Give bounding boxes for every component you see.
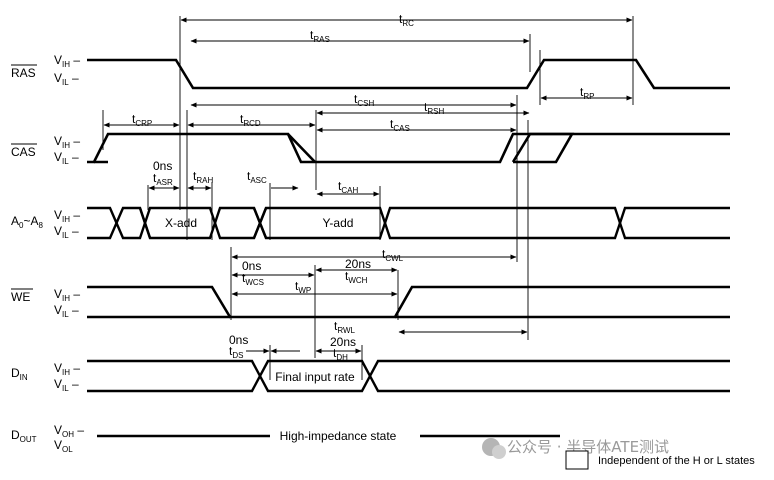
din-vil: VIL –	[54, 377, 79, 393]
timing-arrows	[103, 17, 633, 354]
t-ras-label: tRAS	[310, 28, 330, 44]
signal-labels: RAS VIH – VIL – CAS VIH – VIL – A0~A8 VI…	[11, 53, 84, 454]
ras-vih: VIH –	[54, 53, 80, 69]
t-rah-label: tRAH	[193, 169, 213, 185]
t-rsh-label: tRSH	[424, 100, 444, 116]
t-cah-label: tCAH	[338, 179, 358, 195]
we-vih: VIH –	[54, 287, 80, 303]
din-vih: VIH –	[54, 361, 80, 377]
final-input-label: Final input rate	[275, 370, 355, 384]
ras-vil: VIL –	[54, 71, 79, 87]
t-wp-label: tWP	[295, 279, 311, 295]
addr-vil: VIL –	[54, 224, 79, 240]
we-waveform	[87, 285, 730, 319]
legend-swatch	[565, 450, 589, 470]
t-rp-label: tRP	[580, 85, 594, 101]
din-label: DIN	[11, 366, 28, 382]
t-wch-pre: 20ns	[345, 257, 371, 271]
dout-label: DOUT	[11, 428, 37, 444]
watermark: 公众号 · 半导体ATE测试	[482, 438, 669, 459]
ras-waveform	[87, 58, 730, 90]
address-bus: X-add Y-add	[87, 206, 730, 240]
t-wch-label: tWCH	[345, 269, 368, 285]
cas-vih: VIH –	[54, 134, 80, 150]
legend: Independent of the H or L states	[565, 450, 755, 470]
t-csh-label: tCSH	[354, 92, 374, 108]
watermark-text: 公众号 · 半导体ATE测试	[507, 438, 669, 456]
legend-text: Independent of the H or L states	[598, 455, 755, 467]
t-crp-label: tCRP	[132, 112, 152, 128]
t-wcs-pre: 0ns	[242, 259, 261, 273]
t-asr-pre: 0ns	[153, 159, 172, 173]
t-cas-label: tCAS	[390, 117, 410, 133]
dout-voh: VOH –	[54, 423, 84, 439]
dout-bus: High-impedance state	[97, 429, 560, 443]
we-label: WE	[11, 290, 30, 304]
t-cwl-label: tCWL	[382, 247, 404, 263]
cas-waveform	[87, 132, 730, 164]
t-dh-pre: 20ns	[330, 335, 356, 349]
t-ds-label: tDS	[229, 344, 243, 360]
t-ds-pre: 0ns	[229, 333, 248, 347]
t-asr-label: tASR	[153, 171, 173, 187]
ras-label: RAS	[11, 66, 36, 80]
reference-lines	[102, 16, 634, 380]
addr-label: A0~A8	[11, 214, 43, 230]
we-vil: VIL –	[54, 303, 79, 319]
t-asc-label: tASC	[247, 169, 267, 185]
cas-label: CAS	[11, 145, 36, 159]
t-rcd-label: tRCD	[240, 112, 261, 128]
cas-vil: VIL –	[54, 150, 79, 166]
cas-waveform-alt	[94, 132, 575, 164]
t-rc-label: tRC	[399, 12, 414, 28]
x-add-label: X-add	[165, 216, 197, 230]
addr-vih: VIH –	[54, 208, 80, 224]
dout-vol: VOL	[54, 438, 73, 454]
high-z-label: High-impedance state	[280, 429, 397, 443]
t-dh-label: tDH	[333, 346, 348, 362]
t-wcs-label: tWCS	[242, 271, 264, 287]
t-rwl-label: tRWL	[334, 319, 356, 335]
y-add-label: Y-add	[323, 216, 354, 230]
timing-labels: tRC tRAS tCSH tRSH tRP tCRP tRCD tCAS 0n…	[132, 12, 594, 362]
din-bus: Final input rate	[87, 359, 730, 393]
